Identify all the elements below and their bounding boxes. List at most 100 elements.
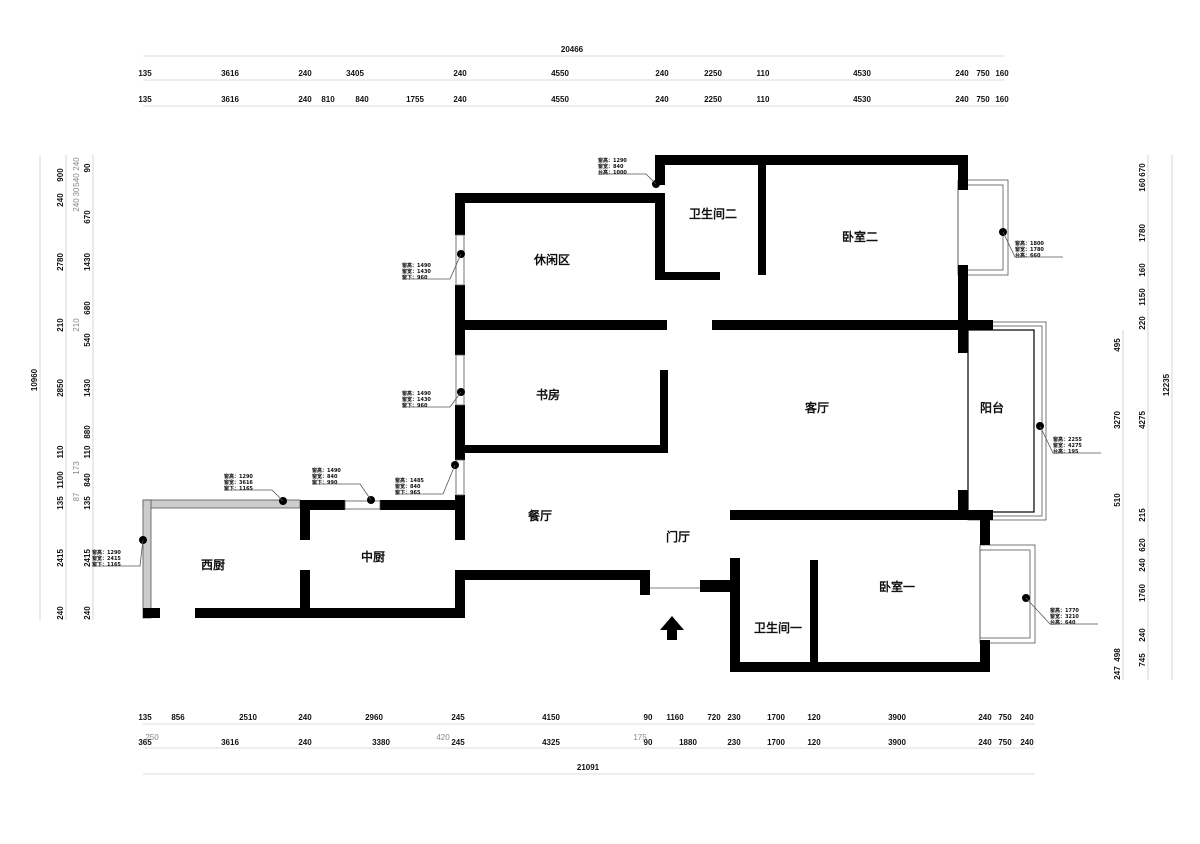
dimension-label: 240: [955, 69, 969, 78]
dimension-label: 540: [83, 333, 92, 347]
walls: [143, 155, 993, 672]
window-spec: 窗宽：840: [395, 483, 421, 490]
dimension-label: 87: [72, 492, 81, 501]
dimension-lines: [39, 55, 1173, 775]
dimension-label: 2960: [365, 713, 383, 722]
window-spec: 窗宽：1780: [1015, 246, 1044, 253]
dimension-label: 745: [1138, 653, 1147, 667]
window-spec: 窗高：1290: [92, 549, 121, 556]
dimension-label: 173: [72, 461, 81, 475]
dimension-label: 2780: [56, 253, 65, 271]
dimension-label: 160: [1138, 178, 1147, 192]
dimension-label: 1880: [679, 738, 697, 747]
room-leisure: 休闲区: [533, 252, 570, 267]
dimension-label: 2415: [83, 549, 92, 567]
dimension-label: 135: [138, 69, 152, 78]
window-spec: 窗下：965: [395, 489, 421, 496]
window-spec: 窗下：1165: [92, 561, 121, 568]
dimension-label: 160: [995, 95, 1009, 104]
dimension-label: 240: [56, 606, 65, 620]
dimension-label: 240: [83, 606, 92, 620]
dimension-label: 110: [757, 69, 770, 78]
dimension-label: 240: [1138, 628, 1147, 642]
dimension-label: 2510: [239, 713, 257, 722]
dimension-label: 2250: [704, 95, 722, 104]
dimension-label: 240: [298, 713, 312, 722]
dimension-label: 3380: [372, 738, 390, 747]
dimension-label: 90: [644, 713, 653, 722]
room-dining: 餐厅: [528, 508, 552, 523]
dimension-label: 220: [1138, 316, 1147, 330]
window-spec: 窗宽：4275: [1053, 442, 1082, 449]
dimension-label: 4275: [1138, 411, 1147, 429]
dimension-label: 750: [998, 713, 1012, 722]
room-bedroom1: 卧室一: [879, 579, 915, 594]
dimension-label: 900: [56, 168, 65, 182]
dimension-label: 240: [955, 95, 969, 104]
dimension-label: 245: [451, 738, 465, 747]
dimension-label: 4325: [542, 738, 560, 747]
window-spec: 窗高：1485: [395, 477, 424, 484]
dimension-label: 110: [83, 445, 92, 458]
dimension-label: 240: [978, 713, 992, 722]
entrance-arrow-icon: [660, 616, 684, 640]
window-spec: 窗下：960: [402, 402, 428, 409]
dimension-label: 3616: [221, 69, 239, 78]
dimension-label: 240: [655, 95, 669, 104]
dimension-label: 110: [56, 445, 65, 458]
dimension-label: 230: [727, 713, 741, 722]
dimension-label: 720: [707, 713, 721, 722]
dimension-label: 3270: [1113, 411, 1122, 429]
window-spec: 窗高：1490: [402, 390, 431, 397]
window-spec: 窗高：2255: [1053, 436, 1082, 443]
dimension-label: 856: [171, 713, 185, 722]
window-spec: 窗宽：2415: [92, 555, 121, 562]
dimension-label: 240: [72, 157, 81, 171]
dimension-label: 160: [995, 69, 1009, 78]
dimension-label: 135: [56, 496, 65, 510]
dimension-label: 110: [757, 95, 770, 104]
dimension-label: 160: [1138, 263, 1147, 277]
window-spec: 窗高：1490: [312, 467, 341, 474]
room-labels: 卫生间二 卧室二 休闲区 书房 客厅 阳台 餐厅 门厅 西厨 中厨 卫生间一 卧…: [201, 206, 1004, 635]
window-spec: 窗高：1770: [1050, 607, 1079, 614]
dimension-label: 240: [1138, 558, 1147, 572]
dimension-label: 4530: [853, 69, 871, 78]
dimension-label: 135: [83, 496, 92, 510]
dimension-label: 240: [1020, 713, 1034, 722]
dimension-label: 250: [145, 733, 159, 742]
room-middle-kitchen: 中厨: [361, 549, 385, 564]
dimension-label: 240: [72, 198, 81, 212]
dimension-label: 240: [1020, 738, 1034, 747]
window-spec: 窗宽：3210: [1050, 613, 1079, 620]
dimension-label: 750: [976, 69, 990, 78]
dimension-label: 1700: [767, 713, 785, 722]
dimension-label: 3616: [221, 95, 239, 104]
dimension-label: 240: [298, 69, 312, 78]
dimension-label: 90: [83, 163, 92, 172]
bottom-total-dimension: 21091: [577, 763, 600, 772]
window-spec: 窗宽：3616: [224, 479, 253, 486]
window-spec: 窗下：960: [402, 274, 428, 281]
dimension-label: 247: [1113, 666, 1122, 680]
dimension-label: 90: [644, 738, 653, 747]
dimension-label: 510: [1113, 493, 1122, 507]
dimension-label: 1755: [406, 95, 424, 104]
dimension-label: 240: [56, 193, 65, 207]
dimension-label: 30: [72, 187, 81, 196]
dimension-label: 1100: [56, 471, 65, 489]
dimension-label: 1760: [1138, 584, 1147, 602]
dimension-label: 175: [633, 733, 647, 742]
dimension-label: 2850: [56, 379, 65, 397]
window-spec: 台高：1000: [598, 169, 627, 176]
right-total-dimension: 12235: [1162, 373, 1171, 396]
room-balcony: 阳台: [980, 400, 1004, 415]
dimension-label: 750: [976, 95, 990, 104]
